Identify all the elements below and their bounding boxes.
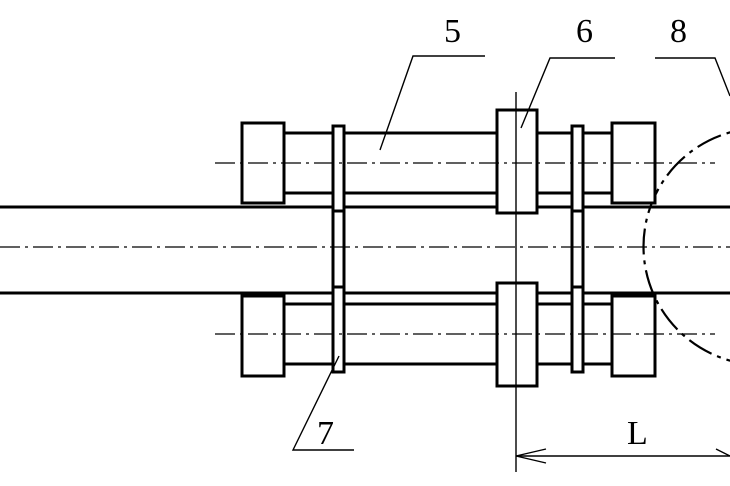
clamp-bands-through-shaft [331, 211, 585, 287]
leader-lines [291, 55, 730, 451]
leader-8 [655, 57, 730, 97]
lower-right-clamp-band [570, 285, 585, 374]
dimension-arrow-right [715, 448, 730, 457]
lower-rod-assembly [215, 281, 715, 388]
label-part-5: 5 [444, 13, 461, 50]
dashed-circle-arc [642, 131, 730, 362]
label-dimension-L: L [627, 415, 648, 452]
dimension-L [515, 448, 730, 464]
lower-right-nut [610, 294, 657, 378]
dimension-arrow-left [515, 448, 547, 464]
upper-coupling-block [495, 108, 539, 215]
part-8-outline [642, 131, 730, 362]
label-part-6: 6 [576, 13, 593, 50]
upper-right-clamp-band [570, 124, 585, 213]
upper-left-clamp-band [331, 124, 346, 213]
leader-6 [520, 57, 615, 129]
leader-7 [291, 355, 354, 451]
main-shaft [0, 205, 730, 295]
lower-left-clamp-band [331, 285, 346, 374]
leader-5 [379, 55, 485, 151]
label-part-7: 7 [317, 415, 334, 452]
label-part-8: 8 [670, 13, 687, 50]
lower-left-nut [240, 294, 286, 378]
upper-rod-assembly [215, 108, 715, 215]
